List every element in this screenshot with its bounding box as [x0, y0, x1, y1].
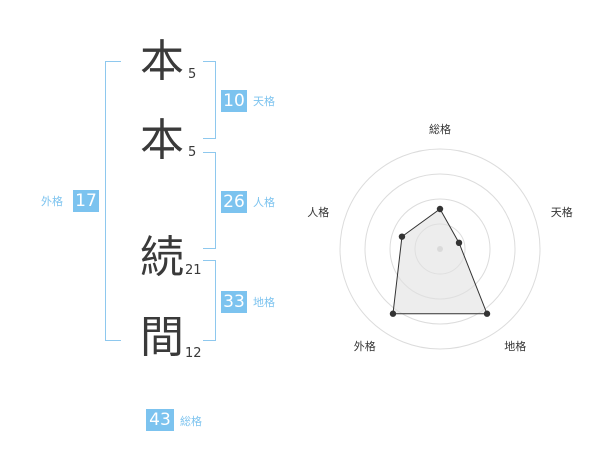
radar-point-0: [436, 205, 444, 213]
tenkaku-badge: 10: [221, 90, 247, 112]
radar-axis-label-3: 外格: [354, 339, 376, 353]
radar-axis-label-4: 人格: [307, 205, 329, 219]
radar-grid-ring-4: [339, 148, 541, 350]
name-char-3-strokes: 21: [185, 263, 202, 278]
radar-point-2: [483, 310, 491, 317]
name-char-2: 本: [140, 115, 184, 166]
radar-series-polygon: [392, 208, 488, 315]
name-char-3: 続: [140, 232, 184, 283]
radar-grid-ring-3: [364, 173, 516, 325]
soukaku-badge: 43: [146, 409, 174, 431]
radar-axis-label-2: 地格: [504, 339, 526, 353]
chikaku-badge: 33: [221, 291, 247, 313]
tenkaku-bracket: [203, 61, 216, 139]
jinkaku-badge: 26: [221, 191, 247, 213]
radar-point-3: [389, 310, 397, 317]
jinkaku-bracket: [203, 152, 216, 249]
name-char-1: 本: [140, 36, 184, 87]
radar-point-1: [455, 239, 463, 247]
jinkaku-label: 人格: [253, 196, 275, 209]
name-char-2-strokes: 5: [188, 145, 197, 160]
name-char-4-strokes: 12: [185, 346, 202, 361]
name-char-4: 間: [140, 312, 184, 363]
chikaku-bracket: [203, 260, 216, 341]
radar-axis-label-0: 総格: [429, 122, 451, 136]
gaikaku-bracket: [105, 61, 121, 341]
soukaku-label: 総格: [180, 415, 202, 428]
radar-axis-label-1: 天格: [551, 205, 573, 219]
radar-point-4: [398, 233, 406, 240]
name-char-1-strokes: 5: [188, 67, 197, 82]
chikaku-label: 地格: [253, 296, 275, 309]
gaikaku-label: 外格: [41, 195, 63, 208]
tenkaku-label: 天格: [253, 95, 275, 108]
gaikaku-badge: 17: [73, 190, 99, 212]
